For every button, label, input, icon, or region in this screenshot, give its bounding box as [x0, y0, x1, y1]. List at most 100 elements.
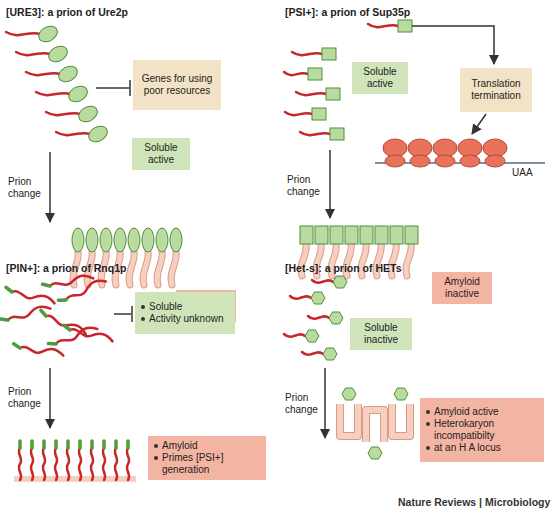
soluble-state-box: Soluble inactive: [350, 318, 412, 350]
sup35p-amyloid-domains: [390, 226, 403, 244]
rnq1p-amyloid: [114, 441, 118, 448]
ure2p-amyloid-domains: [72, 228, 182, 252]
hets-domains: [323, 348, 337, 360]
rnq1p-amyloid: [54, 441, 58, 448]
ribosomes: [385, 155, 405, 167]
bullet-text: at an H A locus: [425, 442, 539, 454]
ure2p-amyloid-domains: [72, 228, 84, 252]
hets-tails: [308, 316, 329, 319]
hets-tails: [312, 280, 333, 283]
footer-credit: Nature Reviews | Microbiology: [398, 496, 550, 508]
ure2p-soluble: [46, 112, 80, 115]
function-arrow: [472, 114, 486, 134]
panel-title: [Het-s]: a prion of HETs: [285, 262, 401, 274]
ure2p-amyloid-strands: [171, 252, 176, 285]
ure2p-soluble: [16, 52, 50, 55]
bullet-text: Amyloid active: [425, 406, 539, 418]
hets-tails: [284, 280, 333, 355]
ure2p-domains: [56, 63, 80, 85]
ure2p-soluble: [36, 92, 70, 95]
rnq1p-amyloid: [126, 441, 130, 448]
ure2p-amyloid-strands: [157, 252, 162, 285]
ribosomes: [485, 155, 505, 167]
sup35p-amyloid-domains: [330, 226, 343, 244]
rnq1p-amyloid: [115, 448, 117, 480]
sup35p-amyloid-strands: [406, 244, 411, 276]
hets-amyloid: [392, 404, 410, 436]
ure2p-amyloid-strands: [129, 252, 134, 285]
hets-domains: [329, 312, 343, 324]
rnq1p-amyloid: [31, 448, 33, 480]
ure2p-domains: [46, 43, 70, 65]
bullet-text: Activity unknown: [140, 313, 230, 325]
ure2p-amyloid-domains: [156, 228, 168, 252]
ure2p-amyloid-domains: [100, 228, 112, 252]
ure2p-amyloid-strands: [129, 252, 134, 285]
rnq1p-amyloid: [19, 448, 129, 480]
sup35p-domains: [308, 68, 322, 80]
box-text: Translation termination: [465, 78, 527, 102]
rnq1p-amyloid: [55, 448, 57, 480]
function-box: Translation termination: [460, 68, 532, 112]
box-text: Amyloid inactive: [437, 276, 487, 300]
rnq1p-amyloid: [78, 441, 82, 448]
ure2p-amyloid-strands: [171, 252, 176, 285]
function-arrow: [412, 26, 494, 64]
ribosomes: [483, 139, 507, 157]
box-text: Soluble active: [357, 66, 403, 90]
rnq1p-soluble: [70, 326, 114, 343]
inhibit-line: [96, 80, 130, 96]
hets-tails: [284, 334, 305, 337]
sup35p-domains: [330, 128, 344, 140]
bullet-text: Primes [PSI+] generation: [153, 452, 261, 476]
sup35p-tails: [292, 52, 322, 55]
rnq1p-soluble: [58, 277, 107, 304]
rnq1p-soluble: [0, 304, 51, 323]
rnq1p-soluble: [49, 274, 93, 288]
ure2p-domains: [36, 23, 60, 45]
sup35p-domains: [326, 88, 340, 100]
sup35p-tails: [296, 92, 326, 95]
ure2p-amyloid-domains: [128, 228, 140, 252]
box-text: Soluble inactive: [355, 322, 407, 346]
sup35p-amyloid-domains: [405, 226, 418, 244]
rnq1p-amyloid: [79, 448, 81, 480]
ure2p-amyloid-domains: [170, 228, 182, 252]
amyloid-state-box: Amyloid activeHeterokaryon incompatibilt…: [420, 398, 544, 462]
ure2p-soluble: [26, 72, 60, 75]
hets-amyloid-domains: [394, 388, 408, 400]
sup35p-amyloid-domains: [375, 226, 388, 244]
panel-title: [URE3]: a prion of Ure2p: [6, 6, 128, 18]
rnq1p-amyloid: [103, 448, 105, 480]
ure2p-amyloid-domains: [114, 228, 126, 252]
ure2p-amyloid-strands: [157, 252, 162, 285]
prion-change-arrow: [324, 368, 326, 438]
panel-title: [PSI+]: a prion of Sup35p: [285, 6, 410, 18]
sup35p-tails: [285, 112, 312, 115]
sup35p-amyloid-domains: [315, 226, 328, 244]
hets-domains: [305, 276, 347, 360]
sup35p-domains: [322, 48, 336, 60]
inhibit-line: [114, 306, 132, 322]
box-text: Soluble active: [137, 142, 185, 166]
soluble-state-box: SolubleActivity unknown: [135, 292, 235, 334]
hets-amyloid: [340, 404, 410, 442]
prion-change-arrow: [49, 368, 51, 428]
hets-amyloid: [340, 404, 358, 436]
ure2p-domains: [66, 83, 90, 105]
rnq1p-amyloid: [20, 441, 128, 448]
prion-change-arrow: [49, 152, 51, 222]
arrow-label: Prion change: [8, 386, 46, 410]
hets-tails: [290, 296, 311, 299]
inhibit-line: [131, 306, 133, 322]
sup35p-tails: [300, 132, 330, 135]
ure2p-soluble: [56, 132, 90, 135]
rnq1p-amyloid: [67, 448, 69, 480]
rnq1p-soluble: [5, 287, 13, 292]
bullet-text: Heterokaryon incompatibilty: [425, 418, 539, 442]
bullet-text: Soluble: [140, 301, 230, 313]
rnq1p-soluble: [58, 297, 66, 303]
ribosomes: [433, 139, 457, 157]
ribosomes: [410, 155, 430, 167]
